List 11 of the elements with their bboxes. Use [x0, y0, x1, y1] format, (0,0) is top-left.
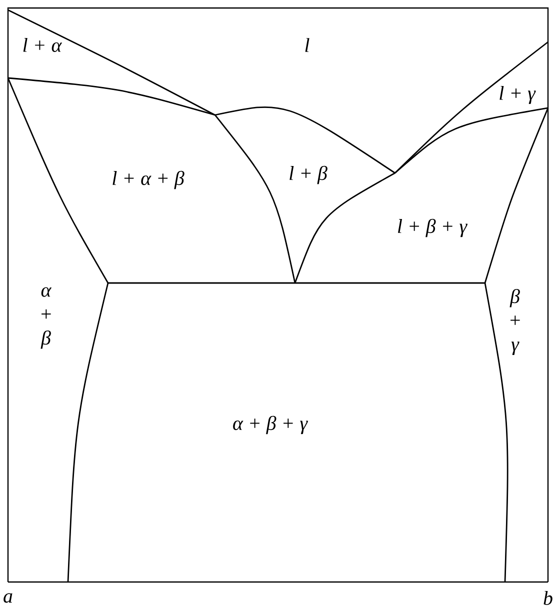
region-label: β + γ [510, 288, 520, 356]
region-label: l + α [23, 38, 62, 52]
region-label: α + β + γ [233, 416, 308, 434]
region-label: a [4, 593, 12, 603]
region-label: α + β [40, 287, 52, 349]
region-label: l + β [290, 166, 328, 184]
region-label: l + β + γ [398, 218, 468, 238]
region-label: l + α + β [112, 170, 184, 190]
region-label: b [544, 590, 552, 605]
region-label: l + γ [500, 86, 536, 104]
region-label: l [305, 38, 310, 52]
